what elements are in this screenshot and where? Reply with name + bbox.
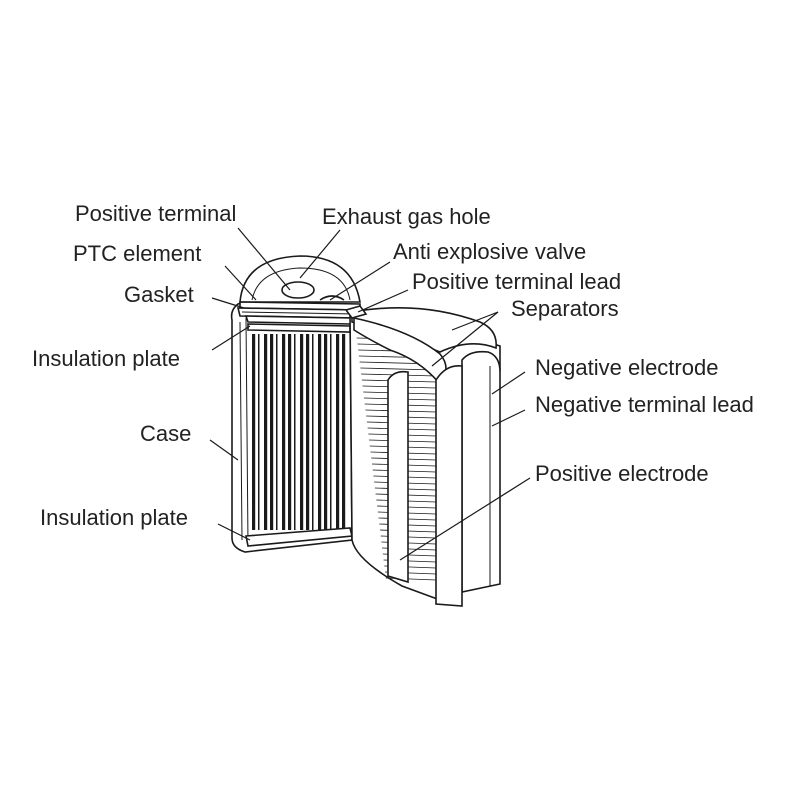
leader-lines [209,227,531,561]
hatch-line [360,367,437,371]
label-insulation-plate-top: Insulation plate [32,346,180,371]
label-positive-terminal-lead: Positive terminal lead [412,269,621,294]
winding-stripe [282,334,286,530]
label-case: Case [140,421,191,446]
label-negative-electrode: Negative electrode [535,355,718,380]
negative-electrode-strip [461,350,501,593]
label-negative-terminal-lead: Negative terminal lead [535,392,754,417]
winding-stripe [336,334,340,530]
label-ptc-element: PTC element [73,241,201,266]
winding-stripe [306,334,310,530]
label-positive-terminal: Positive terminal [75,201,236,226]
labels: Positive terminal Exhaust gas hole PTC e… [32,201,754,530]
winding-stripe [342,334,346,530]
label-separators: Separators [511,296,619,321]
winding-stripe [258,334,260,530]
label-exhaust-gas-hole: Exhaust gas hole [322,204,491,229]
label-positive-electrode: Positive electrode [535,461,709,486]
battery-case [230,299,353,553]
winding-stripe [324,334,328,530]
winding-stripe [318,334,322,530]
winding-stripe [330,334,332,530]
insulation-plate-top [247,323,351,333]
winding-stripe [288,334,292,530]
winding-stripe [294,334,296,530]
winding-stripe [300,334,304,530]
winding-stripe [270,334,274,530]
electrode-winding [252,334,346,530]
label-insulation-plate-bottom: Insulation plate [40,505,188,530]
label-anti-explosive-valve: Anti explosive valve [393,239,586,264]
winding-stripe [276,334,278,530]
label-gasket: Gasket [124,282,194,307]
cap-assembly [236,255,362,325]
exhaust-gas-hole [281,281,315,299]
winding-stripe [252,334,256,530]
winding-stripe [264,334,268,530]
winding-stripe [312,334,314,530]
unrolled-sheets [344,305,501,607]
